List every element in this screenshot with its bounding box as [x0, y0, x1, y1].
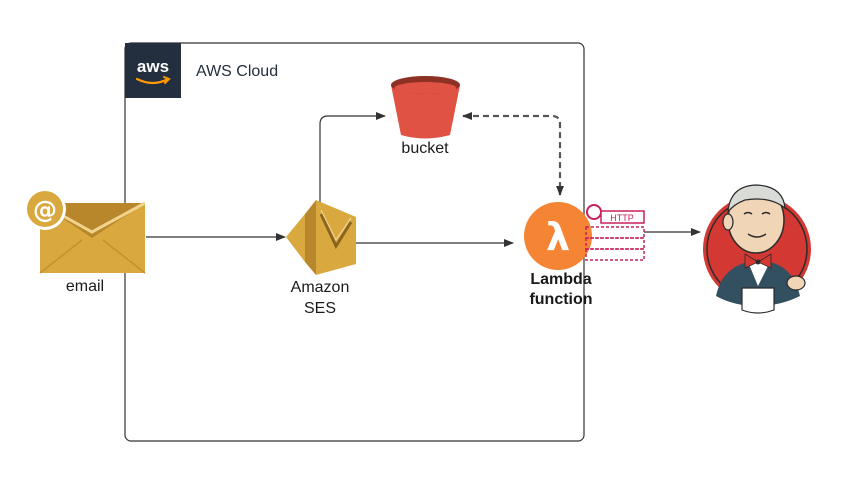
at-sign-symbol: @	[33, 196, 57, 224]
bucket-lambda-dashed-arrow	[462, 112, 564, 196]
lambda-label-line2: function	[529, 291, 592, 308]
connectors	[146, 112, 701, 247]
aws-cloud-group: aws AWS Cloud	[124, 42, 585, 442]
s3-bucket-icon	[391, 76, 460, 139]
aws-cloud-title: AWS Cloud	[196, 63, 278, 80]
ses-label-line2: SES	[304, 300, 336, 317]
email-label: email	[66, 278, 104, 295]
bucket-node: bucket	[391, 76, 460, 157]
ses-to-bucket-arrow	[319, 112, 386, 210]
at-sign-icon: @	[24, 188, 66, 230]
jenkins-node	[703, 184, 811, 314]
http-endpoint: HTTP	[585, 204, 645, 261]
http-endpoint-circle	[586, 204, 602, 220]
lambda-label-line1: Lambda	[530, 271, 591, 288]
ses-label-line1: Amazon	[291, 279, 350, 296]
ses-icon	[286, 200, 356, 275]
http-label: HTTP	[610, 213, 634, 223]
lambda-icon: λ	[524, 202, 592, 270]
aws-logo-text: aws	[137, 57, 169, 76]
bucket-label: bucket	[401, 140, 449, 157]
lambda-symbol: λ	[546, 215, 570, 259]
aws-logo: aws	[125, 43, 181, 98]
lambda-node: λ Lambda function	[524, 202, 593, 308]
ses-node: Amazon SES	[286, 200, 356, 317]
http-dashed-rows	[585, 226, 645, 261]
jenkins-logo-icon	[703, 184, 811, 314]
email-node: @ email	[24, 188, 146, 295]
http-label-box	[600, 210, 645, 224]
